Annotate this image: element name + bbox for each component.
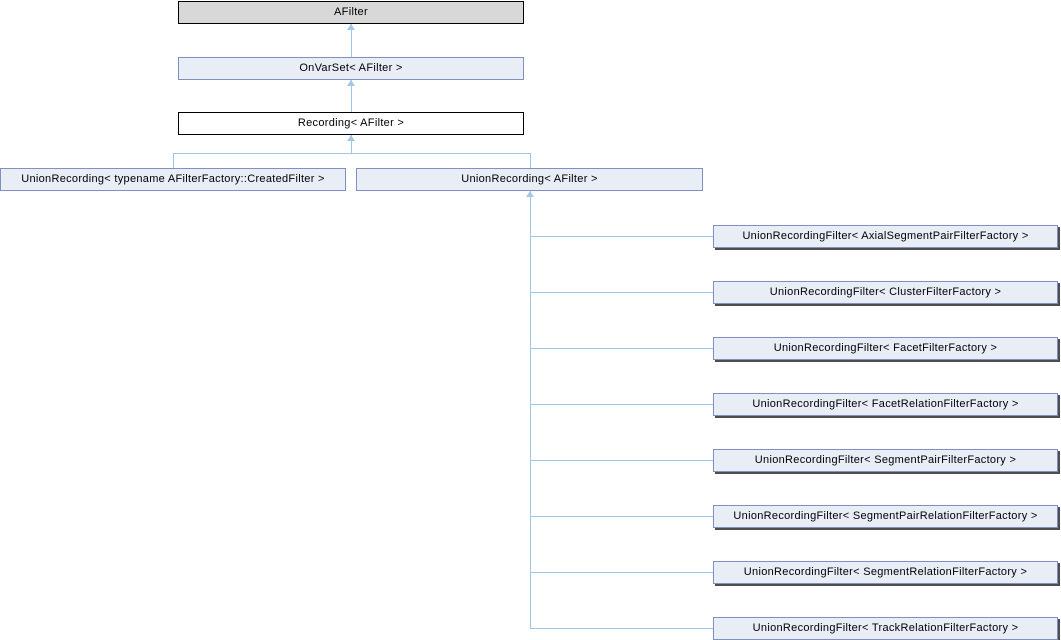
class-node-unionrecordingfilter-axialsegmentpair[interactable]: UnionRecordingFilter< AxialSegmentPairFi… — [713, 225, 1058, 248]
edge-branch-facet — [530, 348, 713, 349]
edge-branch-facetrelation — [530, 404, 713, 405]
class-node-unionrecordingfilter-facet[interactable]: UnionRecordingFilter< FacetFilterFactory… — [713, 337, 1058, 360]
edge-branch-segmentpairrelation — [530, 516, 713, 517]
edge-unionrecordings-to-recording-stem — [351, 135, 352, 154]
class-node-unionrecordingfilter-cluster[interactable]: UnionRecordingFilter< ClusterFilterFacto… — [713, 281, 1058, 304]
edge-branch-segmentpair — [530, 460, 713, 461]
class-node-onvarset[interactable]: OnVarSet< AFilter > — [178, 57, 524, 80]
edge-onvarset-to-afilter — [351, 24, 352, 57]
class-node-unionrecordingfilter-segmentpairrelation[interactable]: UnionRecordingFilter< SegmentPairRelatio… — [713, 505, 1058, 528]
class-node-unionrecordingfilter-segmentpair[interactable]: UnionRecordingFilter< SegmentPairFilterF… — [713, 449, 1058, 472]
class-node-unionrecordingfilter-trackrelation[interactable]: UnionRecordingFilter< TrackRelationFilte… — [713, 617, 1058, 640]
edge-drop-to-unionrecording-afilter — [530, 153, 531, 168]
edge-branch-segmentrelation — [530, 572, 713, 573]
arrowhead-up-icon — [347, 135, 355, 141]
class-node-afilter: AFilter — [178, 1, 524, 24]
arrowhead-up-icon — [347, 24, 355, 30]
edge-recording-to-onvarset — [351, 80, 352, 112]
class-node-unionrecording-createdfilter[interactable]: UnionRecording< typename AFilterFactory:… — [0, 168, 346, 191]
class-node-unionrecording-afilter[interactable]: UnionRecording< AFilter > — [356, 168, 703, 191]
edge-branch-cluster — [530, 292, 713, 293]
edge-children-trunk — [530, 191, 531, 629]
class-node-recording[interactable]: Recording< AFilter > — [178, 112, 524, 135]
class-node-unionrecordingfilter-segmentrelation[interactable]: UnionRecordingFilter< SegmentRelationFil… — [713, 561, 1058, 584]
edge-unionrecordings-junction-bar — [173, 153, 531, 154]
edge-branch-axialsegmentpair — [530, 236, 713, 237]
class-node-unionrecordingfilter-facetrelation[interactable]: UnionRecordingFilter< FacetRelationFilte… — [713, 393, 1058, 416]
arrowhead-up-icon — [347, 80, 355, 86]
edge-drop-to-unionrecording-createdfilter — [173, 153, 174, 168]
edge-branch-trackrelation — [530, 628, 713, 629]
